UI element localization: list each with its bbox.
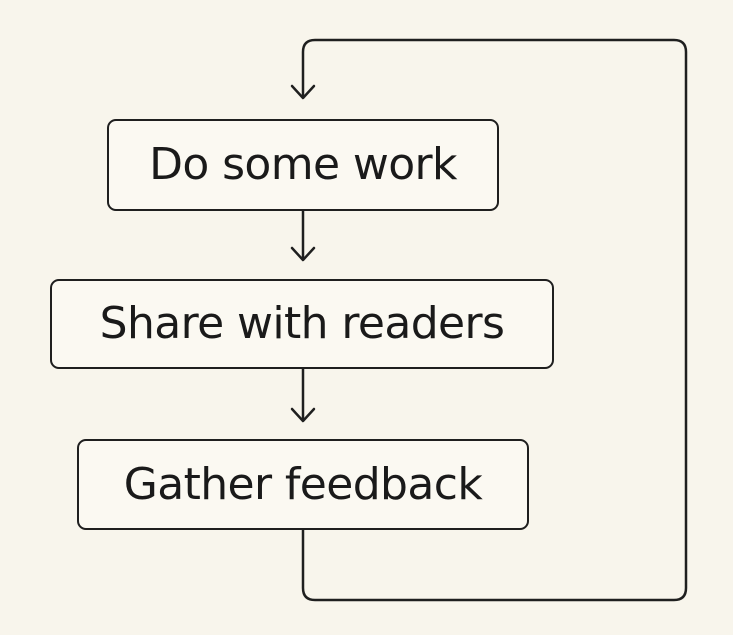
- step-label: Gather feedback: [123, 458, 483, 510]
- step-label: Do some work: [149, 139, 457, 190]
- step-box-gather-feedback: Gather feedback: [77, 439, 529, 530]
- step-box-share-with-readers: Share with readers: [50, 279, 554, 369]
- loop-back-connector: [301, 38, 688, 602]
- step-box-do-some-work: Do some work: [107, 119, 499, 211]
- arrow-work-to-share-head-icon: [290, 246, 316, 262]
- loop-back-arrowhead-icon: [290, 84, 316, 100]
- step-label: Share with readers: [99, 298, 505, 349]
- arrow-share-to-feedback-head-icon: [290, 407, 316, 423]
